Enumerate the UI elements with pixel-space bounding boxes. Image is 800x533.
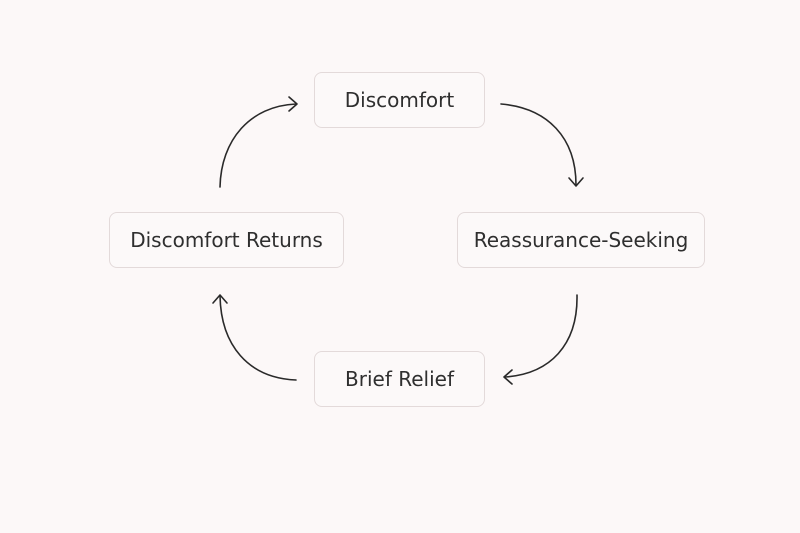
node-label-discomfort-returns: Discomfort Returns <box>130 228 323 252</box>
node-label-reassurance-seeking: Reassurance-Seeking <box>473 228 689 252</box>
node-brief-relief: Brief Relief <box>314 351 485 407</box>
arrow-reassurance-to-relief <box>504 294 578 378</box>
arrowhead-returns-to-discomfort <box>288 96 298 112</box>
node-label-discomfort: Discomfort <box>344 88 455 112</box>
arrow-returns-to-discomfort <box>219 103 297 188</box>
node-label-brief-relief: Brief Relief <box>345 367 454 391</box>
arrow-relief-to-returns <box>219 295 297 381</box>
node-reassurance-seeking: Reassurance-Seeking <box>457 212 705 268</box>
node-discomfort: Discomfort <box>314 72 485 128</box>
arrowhead-discomfort-to-reassurance <box>568 177 584 187</box>
arrowhead-reassurance-to-relief <box>503 369 513 385</box>
arrow-discomfort-to-reassurance <box>500 103 577 186</box>
arrowhead-relief-to-returns <box>212 294 228 304</box>
node-discomfort-returns: Discomfort Returns <box>109 212 344 268</box>
